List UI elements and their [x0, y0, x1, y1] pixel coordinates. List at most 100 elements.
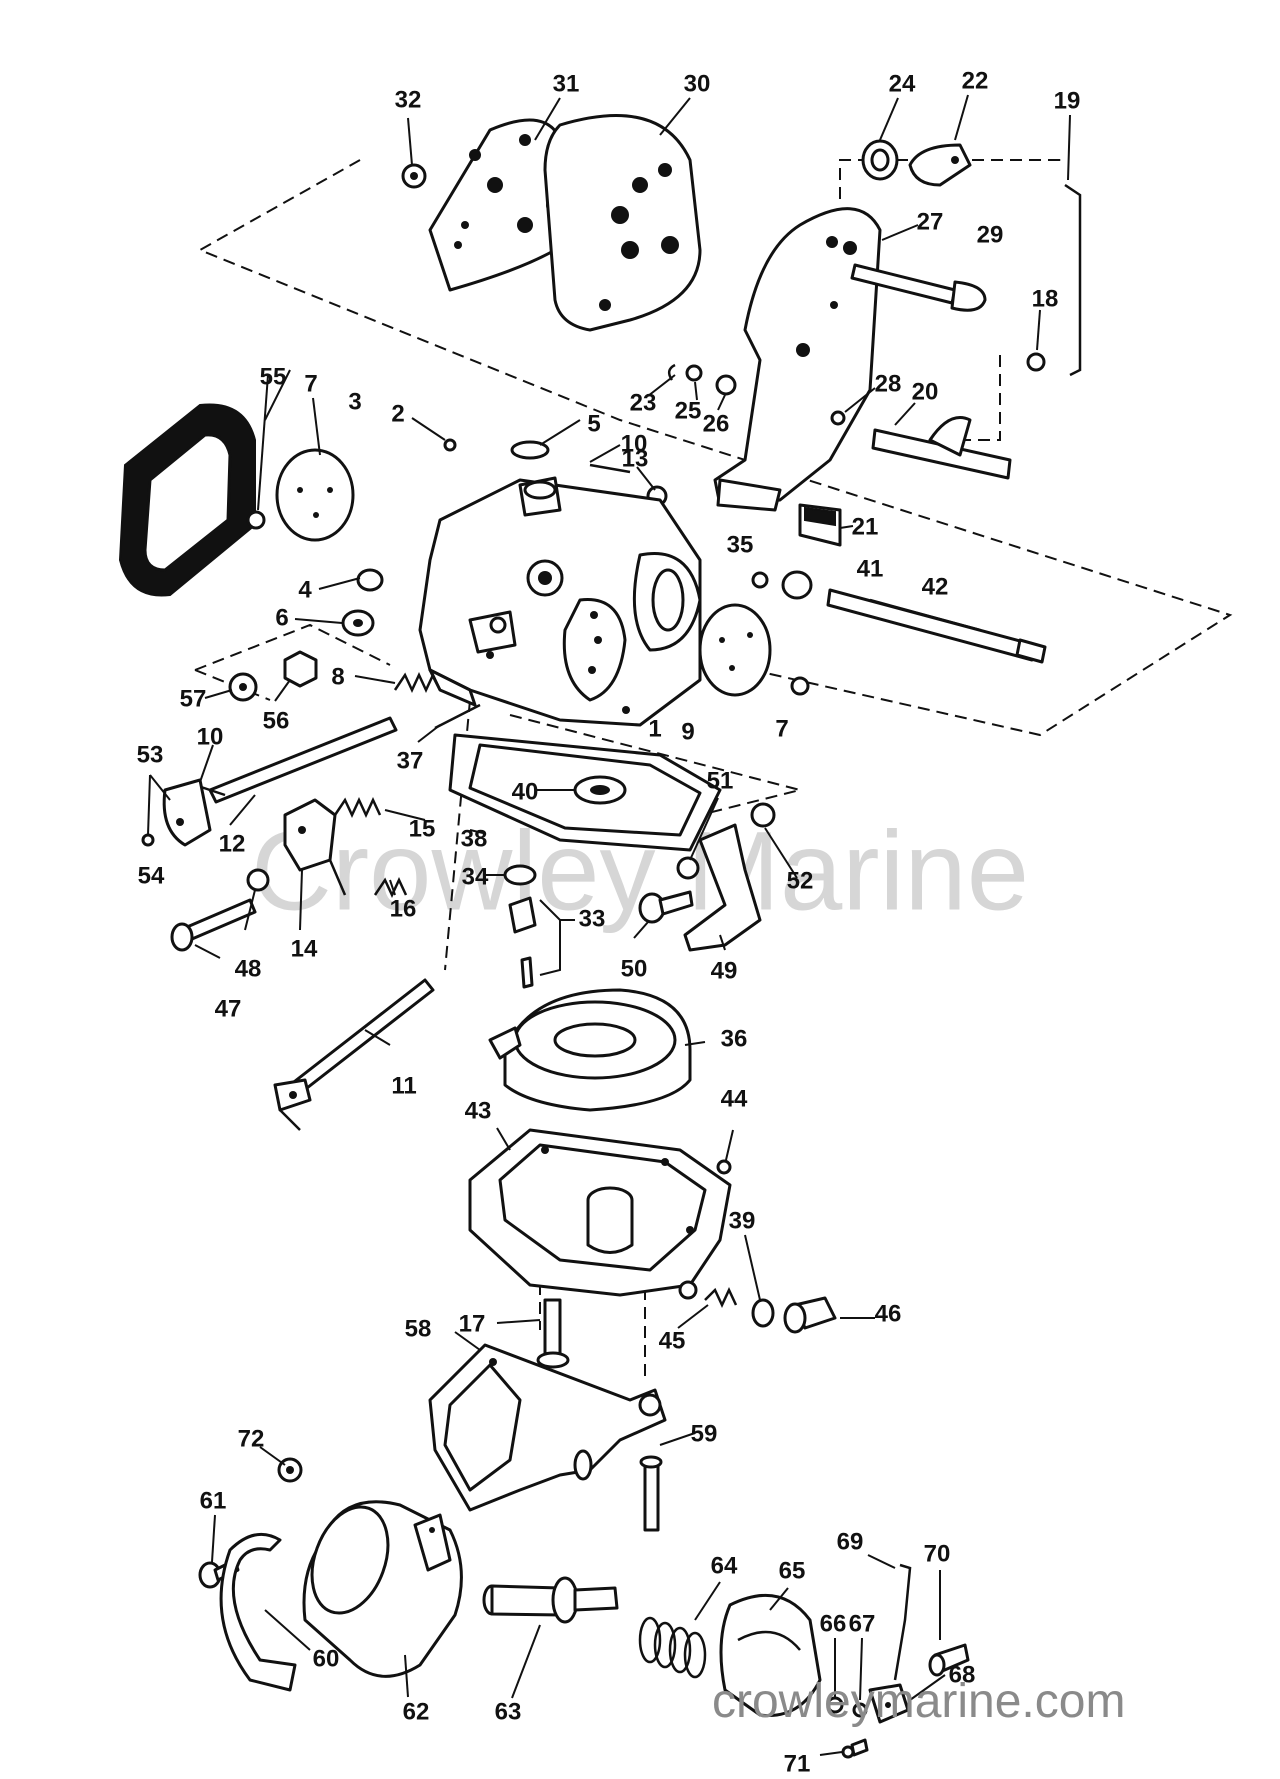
- part-42-needle: [826, 588, 1047, 664]
- part-71-pin: [841, 1738, 869, 1759]
- part-51-washer: [676, 856, 700, 880]
- part-1-carburetor-body: [418, 476, 702, 727]
- callout-57: 57: [180, 685, 207, 712]
- callout-35: 35: [727, 531, 754, 558]
- part-44-ball: [716, 1159, 732, 1175]
- part-50-screw: [638, 890, 694, 924]
- callout-54: 54: [138, 862, 165, 889]
- part-24-bushing: [861, 139, 899, 181]
- callout-20: 20: [912, 378, 939, 405]
- callout-41: 41: [857, 555, 884, 582]
- part-37-pin: [434, 703, 481, 730]
- callout-30: 30: [684, 70, 711, 97]
- part-40-jet: [573, 775, 627, 805]
- part-68-bracket: [868, 1683, 910, 1724]
- part-12-shaft: [208, 716, 398, 804]
- callout-50: 50: [621, 955, 648, 982]
- callout-49: 49: [711, 957, 738, 984]
- part-58-bracket: [428, 1343, 667, 1512]
- part-7-screw-lower: [790, 676, 810, 696]
- callout-46: 46: [875, 1300, 902, 1327]
- callout-28: 28: [875, 370, 902, 397]
- callout-7-top: 7: [304, 370, 317, 397]
- part-56-nut: [283, 650, 318, 688]
- part-30-block: [543, 114, 702, 332]
- callout-68: 68: [949, 1661, 976, 1688]
- callout-27: 27: [917, 208, 944, 235]
- callout-64: 64: [711, 1552, 738, 1579]
- part-15-spring: [333, 797, 382, 818]
- callout-47: 47: [215, 995, 242, 1022]
- callout-23: 23: [630, 389, 657, 416]
- callout-9: 9: [681, 718, 694, 745]
- part-10-pin: [589, 463, 631, 474]
- part-67-washer: [852, 1702, 868, 1718]
- part-21-clip: [798, 503, 842, 547]
- callout-17: 17: [459, 1310, 486, 1337]
- callout-52: 52: [787, 867, 814, 894]
- callout-13: 13: [622, 445, 649, 472]
- callout-19: 19: [1054, 87, 1081, 114]
- part-27-plate: [713, 207, 882, 512]
- callout-69: 69: [837, 1528, 864, 1555]
- callout-70: 70: [924, 1540, 951, 1567]
- part-8-spring: [393, 672, 442, 693]
- callout-60: 60: [313, 1645, 340, 1672]
- part-35-seat: [751, 571, 769, 589]
- callout-55: 55: [260, 363, 287, 390]
- callout-45: 45: [659, 1327, 686, 1354]
- callout-71: 71: [784, 1750, 811, 1777]
- callout-58: 58: [405, 1315, 432, 1342]
- part-65-cap: [719, 1593, 822, 1718]
- callout-42: 42: [922, 573, 949, 600]
- callout-2: 2: [391, 400, 404, 427]
- callout-59: 59: [691, 1420, 718, 1447]
- callout-62: 62: [403, 1698, 430, 1725]
- callout-37: 37: [397, 747, 424, 774]
- callout-1: 1: [648, 715, 661, 742]
- part-49-lever: [683, 823, 762, 952]
- part-9-disc: [698, 603, 772, 697]
- callout-4: 4: [298, 576, 312, 603]
- part-62-solenoid: [302, 1500, 463, 1678]
- part-2-ball: [443, 438, 457, 452]
- part-34-washer: [503, 864, 537, 886]
- part-14-lever: [283, 798, 347, 896]
- callout-14: 14: [291, 935, 318, 962]
- part-11-shaft: [273, 978, 435, 1131]
- parts-23-25-26: [667, 363, 737, 396]
- callout-3: 3: [348, 388, 361, 415]
- callout-65: 65: [779, 1557, 806, 1584]
- part-53-lever: [162, 778, 212, 847]
- part-46-plug: [783, 1296, 837, 1334]
- part-43-float-bowl: [468, 1128, 732, 1300]
- part-33-needle: [508, 896, 537, 989]
- callouts: 32 31 30 24 22 19 27 29 18 28 20 21 23 2…: [137, 67, 1081, 1777]
- part-18-screw: [1026, 352, 1046, 372]
- part-57-gear: [228, 672, 258, 702]
- callout-56: 56: [263, 707, 290, 734]
- callout-29: 29: [977, 221, 1004, 248]
- part-69-rod: [893, 1563, 912, 1681]
- callout-22: 22: [962, 67, 989, 94]
- callout-44: 44: [721, 1085, 748, 1112]
- part-41-nut: [781, 570, 813, 600]
- part-28-spring: [830, 410, 846, 426]
- callout-7-lower: 7: [775, 715, 788, 742]
- part-47-screw: [170, 898, 257, 952]
- leader-lines: [147, 94, 1071, 1756]
- callout-36: 36: [721, 1025, 748, 1052]
- part-45-spring: [704, 1287, 738, 1308]
- callout-18: 18: [1032, 285, 1059, 312]
- part-36-float: [488, 988, 692, 1112]
- callout-33: 33: [579, 905, 606, 932]
- part-3-disc: [275, 448, 355, 542]
- callout-16: 16: [390, 895, 417, 922]
- part-22-lever: [908, 143, 972, 187]
- part-17-screw: [536, 1298, 570, 1369]
- part-48-washer: [246, 868, 270, 892]
- callout-34: 34: [462, 863, 489, 890]
- callout-15: 15: [409, 815, 436, 842]
- callout-10-top: 10: [621, 430, 648, 457]
